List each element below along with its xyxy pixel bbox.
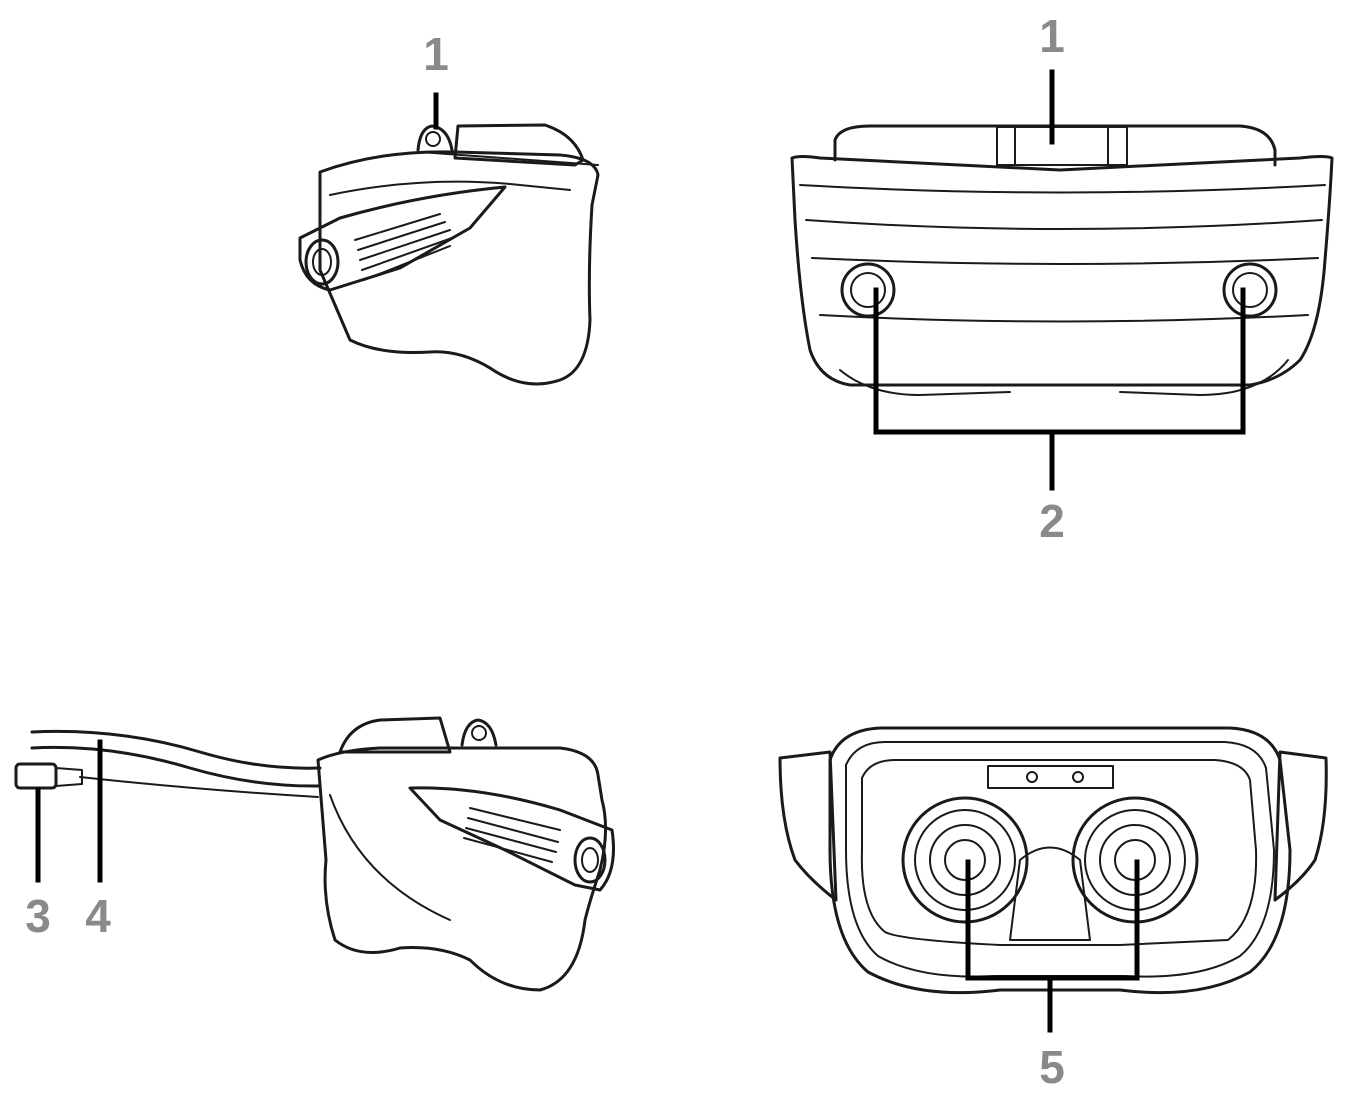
callout-4: 4 [85, 890, 111, 942]
callout-1-front: 1 [1039, 10, 1065, 62]
front-sensor-right-icon [1222, 262, 1278, 318]
headset-back-view [778, 726, 1328, 995]
cable-plug-icon [14, 762, 58, 790]
mount-loop-icon [425, 131, 441, 147]
callout-5: 5 [1039, 1041, 1065, 1093]
front-sensor-left-icon [840, 262, 896, 318]
headset-side-view-left [14, 716, 615, 992]
proximity-sensor-right-icon [1072, 771, 1084, 783]
side2-camera-lens-icon [573, 836, 607, 884]
callout-1-side: 1 [423, 28, 449, 80]
callout-3: 3 [25, 890, 51, 942]
proximity-sensor-left-icon [1026, 771, 1038, 783]
mount-loop-2-icon [471, 725, 487, 741]
headset-front-view [790, 124, 1334, 396]
leader-2-bracket [873, 287, 1246, 435]
callout-2: 2 [1039, 495, 1065, 547]
headset-side-view-right [298, 123, 600, 386]
lens-left-icon [901, 796, 1029, 924]
side-camera-lens-icon [304, 238, 340, 286]
